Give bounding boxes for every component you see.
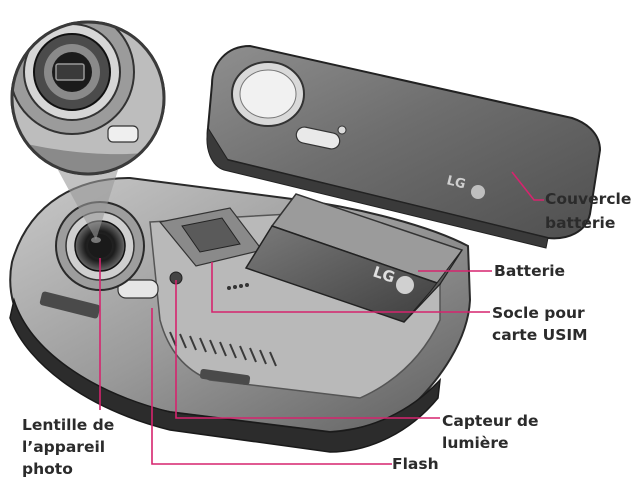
label-flash: Flash xyxy=(392,455,439,473)
keypad-rail xyxy=(169,331,277,367)
label-battery-cover: Couvercle batterie xyxy=(545,190,631,232)
cover-logo: LG xyxy=(445,173,467,192)
battery-logo: LG xyxy=(371,263,397,287)
side-buttons xyxy=(39,279,251,386)
leader-lines xyxy=(99,171,544,465)
camera-lens-small xyxy=(55,201,145,291)
leader-light-sensor xyxy=(175,280,440,419)
label-usim-socket: Socle pour carte USIM xyxy=(492,304,588,344)
label-battery: Batterie xyxy=(494,262,566,280)
battery: LG xyxy=(244,193,464,323)
leader-battery-cover xyxy=(511,171,544,201)
battery-cover: LG xyxy=(206,44,602,249)
label-light-sensor: Capteur de lumière xyxy=(442,412,539,452)
label-camera-lens: Lentille de l’appareil photo xyxy=(22,416,115,478)
leader-flash xyxy=(151,308,392,465)
usim-socket-block xyxy=(158,207,264,290)
leader-usim-socket xyxy=(211,262,490,313)
